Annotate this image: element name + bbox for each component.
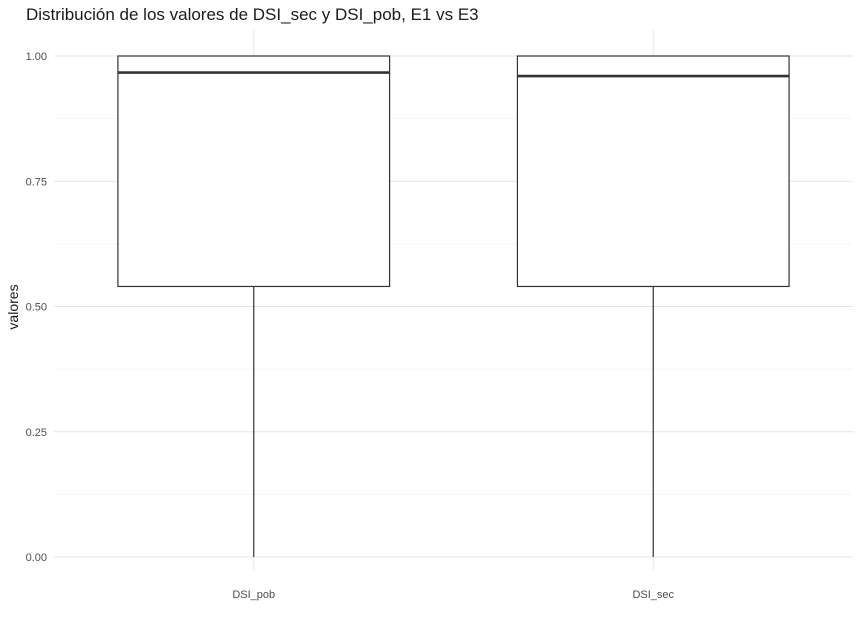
box-body <box>117 55 391 288</box>
y-tick-label: 0.00 <box>26 552 47 564</box>
box-DSI_sec <box>516 55 790 557</box>
y-tick-label: 0.50 <box>26 302 47 314</box>
y-tick-label: 0.25 <box>26 427 47 439</box>
box-DSI_pob <box>117 55 391 557</box>
box-layer <box>117 55 790 557</box>
y-tick-label: 0.75 <box>26 176 47 188</box>
x-tick-label: DSI_sec <box>632 589 674 601</box>
box-body <box>516 55 790 288</box>
y-tick-label: 1.00 <box>26 51 47 63</box>
x-tick-label: DSI_pob <box>232 589 275 601</box>
chart-title: Distribución de los valores de DSI_sec y… <box>26 5 479 24</box>
y-axis-title: valores <box>5 284 21 329</box>
